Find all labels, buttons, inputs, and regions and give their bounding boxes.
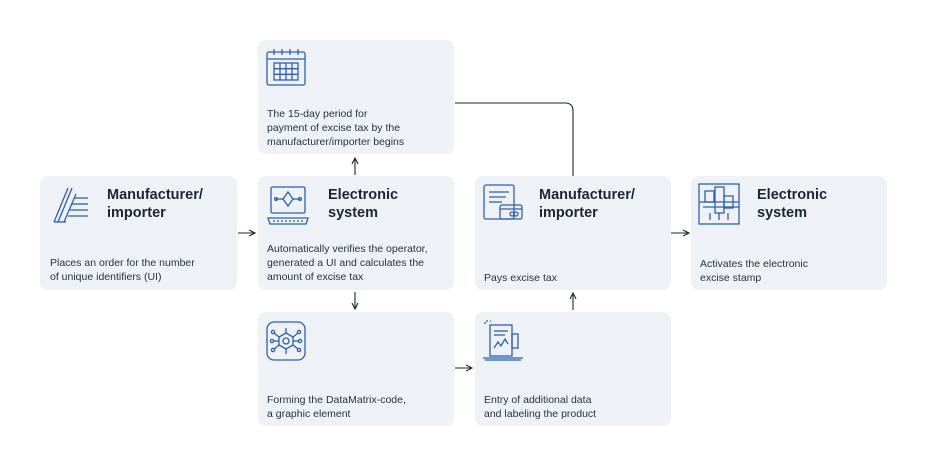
card-title: Electronic system [757,187,828,221]
card-electronic-system-stamp: Electronic system Activates the electron… [691,176,887,290]
card-description: Places an order for the number of unique… [50,257,195,283]
card-description: Forming the DataMatrix-code, a graphic e… [267,394,406,420]
card-description: Pays excise tax [484,272,557,284]
document-lines-pen-icon [48,184,92,233]
line-period-to-pays [455,102,574,176]
card-datamatrix: Forming the DataMatrix-code, a graphic e… [258,312,454,426]
card-description: Entry of additional data and labeling th… [484,394,597,420]
card-description: The 15-day period for payment of excise … [267,108,405,148]
card-entry-labeling: Entry of additional data and labeling th… [475,312,671,426]
card-description: Activates the electronic excise stamp [700,258,808,284]
card-title: Manufacturer/ importer [539,187,635,221]
laptop-network-icon [266,184,310,233]
card-title: Electronic system [328,187,399,221]
card-description: Automatically verifies the operator, gen… [267,243,428,283]
card-electronic-system-verify: Electronic system Automatically verifies… [258,176,454,290]
document-chart-icon [481,320,525,367]
excise-stamp-icon [697,182,741,231]
card-manufacturer-order: Manufacturer/ importer Places an order f… [40,176,237,290]
chip-circuit-icon [265,320,307,367]
credit-card-document-icon [482,183,526,232]
card-period-begins: The 15-day period for payment of excise … [258,40,454,154]
card-title: Manufacturer/ importer [107,187,203,221]
calendar-icon [265,48,307,93]
card-manufacturer-pays: Manufacturer/ importer Pays excise tax [475,176,671,290]
